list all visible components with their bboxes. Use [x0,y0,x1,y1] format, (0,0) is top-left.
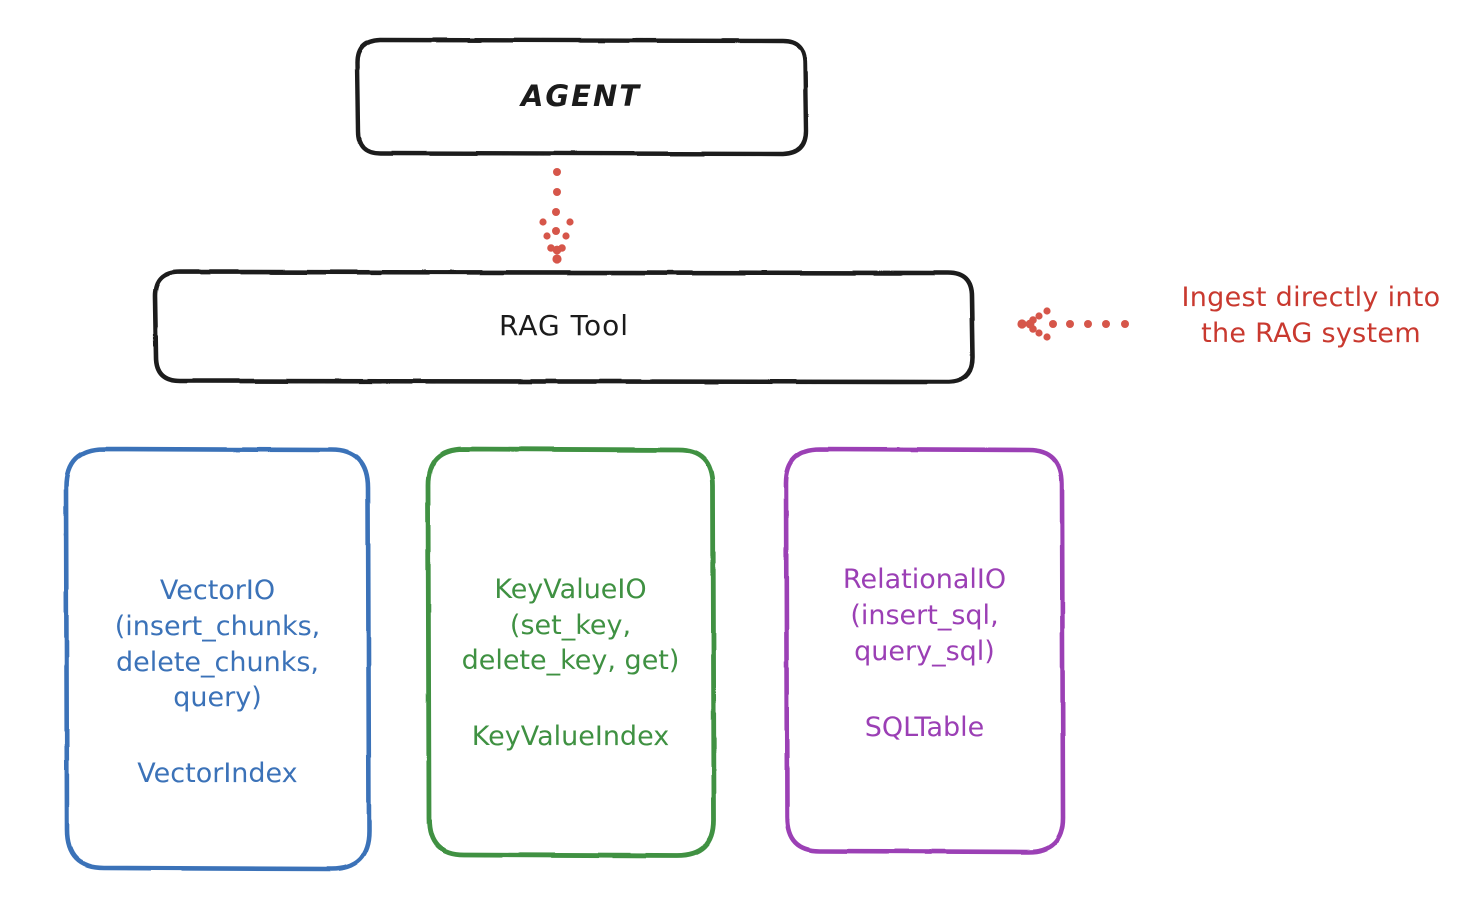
relational-io-card-outline [783,446,1066,855]
ingest-annotation-label: Ingest directly into the RAG system [1181,282,1441,350]
key-value-index-label: KeyValueIndex [471,721,670,753]
agent-to-rag-tool-connector [539,168,574,264]
relational-io-api-label: RelationalIO (insert_sql, query_sql) [842,564,1007,667]
rag-tool-label: RAG Tool [499,308,629,342]
key-value-io-card-outline [425,446,717,859]
relational-io-text-stack: RelationalIO (insert_sql, query_sql) SQL… [843,562,1006,743]
vector-io-node[interactable]: VectorIO (insert_chunks, delete_chunks, … [66,448,369,870]
relational-io-node[interactable]: RelationalIO (insert_sql, query_sql) SQL… [786,448,1063,853]
vector-io-api-label: VectorIO (insert_chunks, delete_chunks, … [114,574,321,714]
key-value-io-text-stack: KeyValueIO (set_key, delete_key, get) Ke… [462,572,680,753]
sql-table-label: SQLTable [864,711,985,743]
agent-label: AGENT [520,79,642,114]
ingest-to-rag-tool-connector [1017,307,1129,341]
key-value-io-api-label: KeyValueIO (set_key, delete_key, get) [461,573,680,677]
agent-box-outline [354,37,809,157]
vector-index-label: VectorIndex [137,758,298,790]
rag-tool-node[interactable]: RAG Tool [155,270,973,382]
agent-node[interactable]: AGENT [356,38,806,156]
rag-tool-box-outline [152,269,976,385]
vector-io-card-outline [63,446,372,872]
key-value-io-node[interactable]: KeyValueIO (set_key, delete_key, get) Ke… [428,448,713,856]
vector-io-text-stack: VectorIO (insert_chunks, delete_chunks, … [115,573,320,790]
